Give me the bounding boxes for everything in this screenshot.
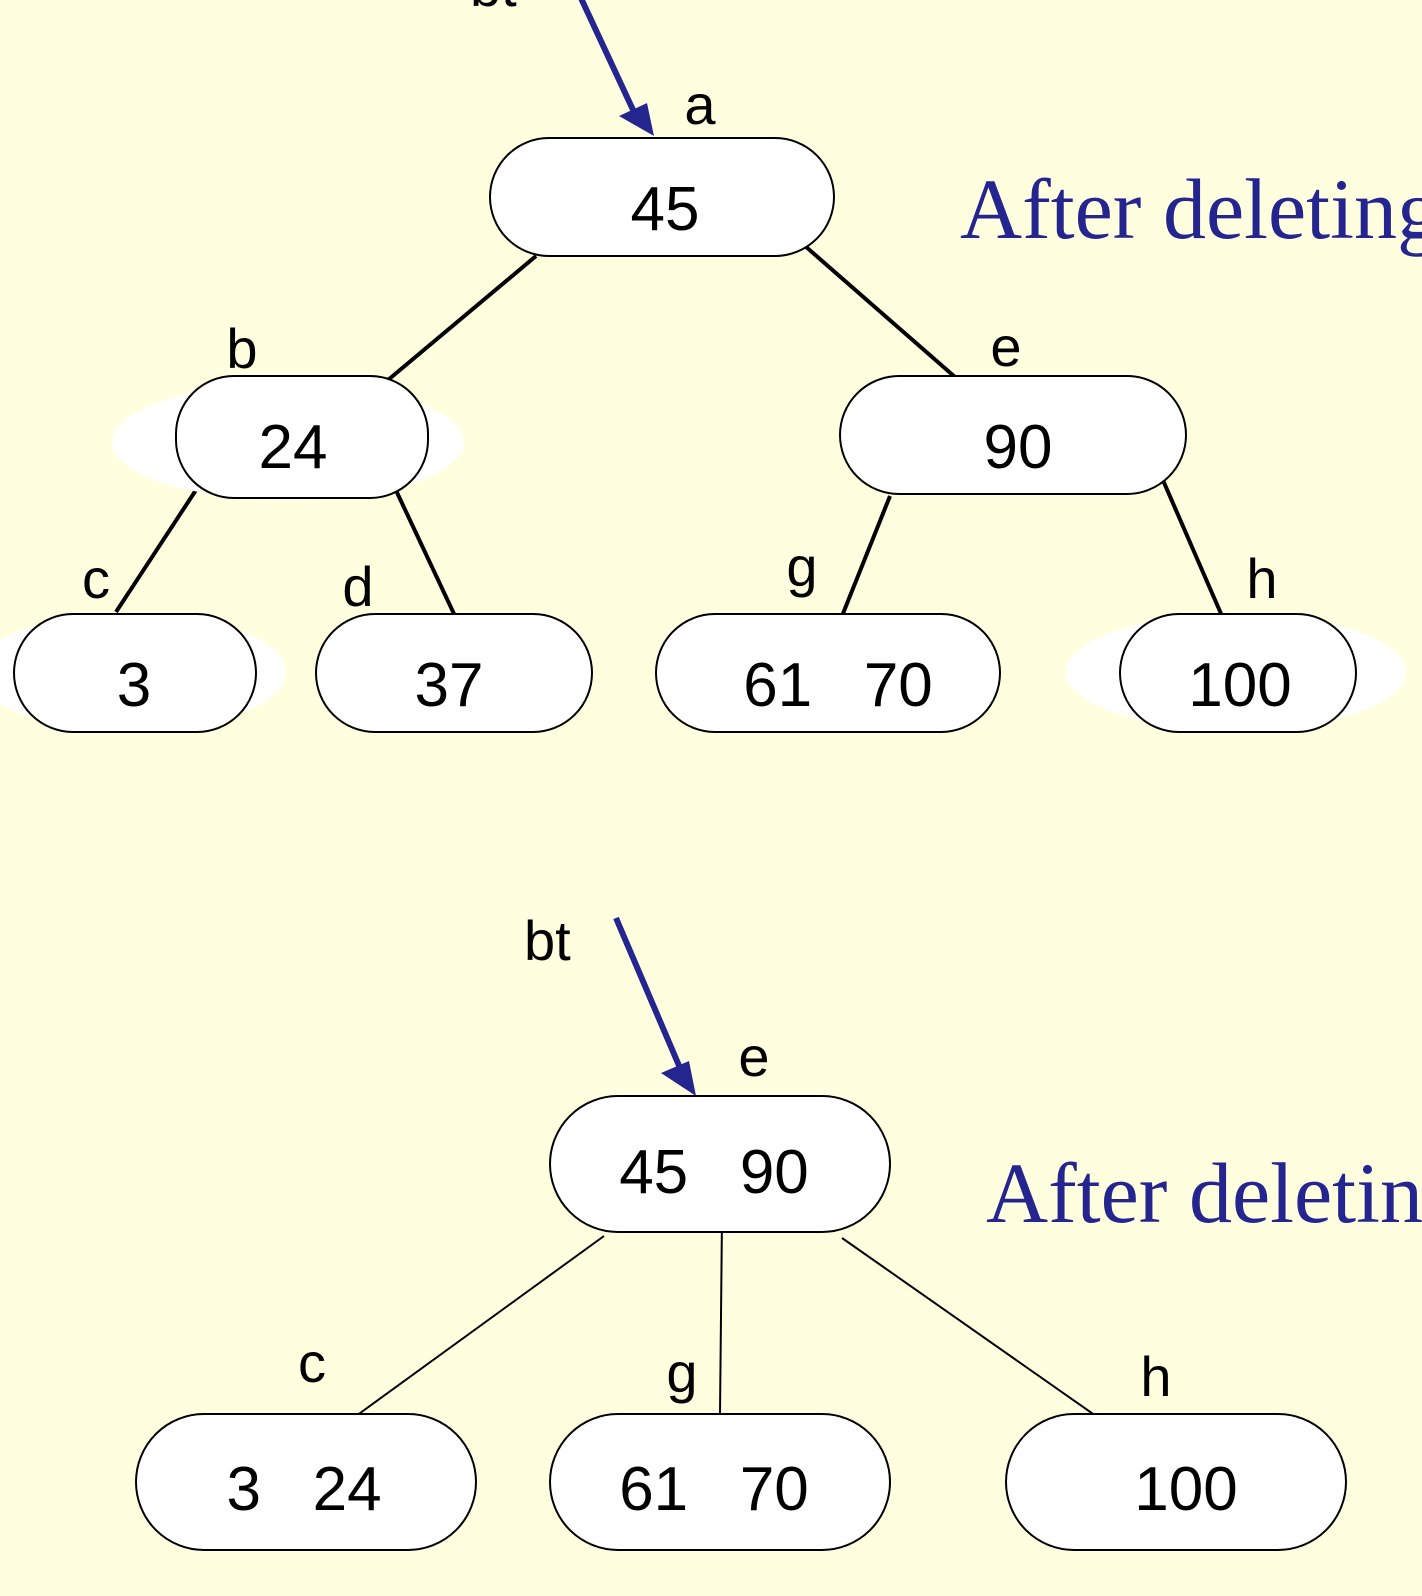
tree1-node-d: 37 d	[315, 555, 593, 733]
tree1-node-d-label: d	[342, 555, 373, 618]
tree2-arrow-shaft	[613, 916, 683, 1070]
tree2-node-c-label: c	[298, 1331, 326, 1394]
tree1-node-c: 3 c	[0, 547, 286, 733]
tree1-node-e-label: e	[990, 315, 1021, 378]
tree1-node-b-label: b	[226, 317, 257, 380]
tree1-node-a-shape	[489, 137, 835, 257]
tree2-node-e-keys: 45 90	[619, 1138, 809, 1207]
tree1-node-h-label: h	[1246, 547, 1277, 610]
tree1-node-e-keys: 90	[984, 413, 1053, 482]
tree1-node-c-label: c	[82, 547, 110, 610]
tree1-node-c-shape	[13, 613, 257, 733]
tree1-node-a: 45 a	[489, 73, 835, 257]
edge-a-e	[803, 244, 957, 379]
tree1-node-a-label: a	[684, 73, 716, 136]
tree1-root-pointer-arrow	[578, 0, 654, 136]
tree1-pointer-label: bt	[470, 0, 517, 18]
tree1-node-e: 90 e	[839, 315, 1187, 495]
tree2-node-h-shape	[1005, 1413, 1347, 1551]
tree2-node-g: 61 70 g	[549, 1341, 891, 1551]
tree1-node-h-shape	[1119, 613, 1357, 733]
tree2-root-pointer-arrow	[613, 916, 696, 1096]
tree2-caption: After deleting	[986, 1145, 1422, 1241]
tree2-node-c-keys: 3 24	[226, 1455, 381, 1524]
tree2-arrow-head	[661, 1061, 696, 1096]
tree2-node-e-shape	[549, 1095, 891, 1233]
tree2-node-h-keys: 100	[1134, 1455, 1237, 1524]
edge-b-d	[391, 483, 457, 617]
tree1-node-e-shape	[839, 375, 1187, 495]
tree1-arrow-shaft	[578, 0, 637, 114]
tree1-node-g: 61 70 g	[655, 535, 1001, 733]
tree1-node-a-keys: 45	[631, 175, 700, 244]
tree2-node-e: 45 90 e	[549, 1025, 891, 1233]
tree1-node-h: 100 h	[1066, 547, 1406, 733]
tree1-node-b: 24 b	[112, 317, 464, 500]
tree-2: bt 45 90 e 3 24 c	[135, 909, 1422, 1551]
tree2-node-g-label: g	[666, 1341, 697, 1404]
edge-e-h	[841, 1237, 1097, 1417]
tree1-node-h-keys: 100	[1188, 651, 1291, 720]
tree1-node-g-shape	[655, 613, 1001, 733]
tree2-node-c: 3 24 c	[135, 1331, 477, 1551]
tree2-node-h: 100 h	[1005, 1345, 1347, 1551]
tree2-pointer-label: bt	[524, 909, 571, 972]
edge-e-h	[1160, 477, 1224, 617]
edge-e-g	[840, 495, 892, 617]
tree1-caption: After deleting	[960, 161, 1422, 257]
tree2-node-c-shape	[135, 1413, 477, 1551]
edge-b-c	[114, 488, 198, 614]
tree2-node-h-label: h	[1140, 1345, 1171, 1408]
tree1-arrow-head	[619, 103, 654, 136]
tree1-node-c-keys: 3	[117, 651, 151, 720]
edge-e-c	[355, 1235, 605, 1417]
tree1-node-g-keys: 61 70	[743, 651, 933, 720]
edge-a-b	[386, 254, 538, 382]
tree1-node-d-keys: 37	[415, 651, 484, 720]
tree1-node-b-keys: 24	[259, 413, 328, 482]
edge-e-g	[719, 1217, 723, 1415]
tree1-node-g-label: g	[786, 535, 817, 598]
tree2-node-e-label: e	[738, 1025, 769, 1088]
tree-1: bt 45 a 24 b	[0, 0, 1422, 733]
tree2-node-g-keys: 61 70	[619, 1455, 809, 1524]
tree1-node-b-shape	[175, 375, 429, 499]
tree2-node-g-shape	[549, 1413, 891, 1551]
tree1-node-d-shape	[315, 613, 593, 733]
